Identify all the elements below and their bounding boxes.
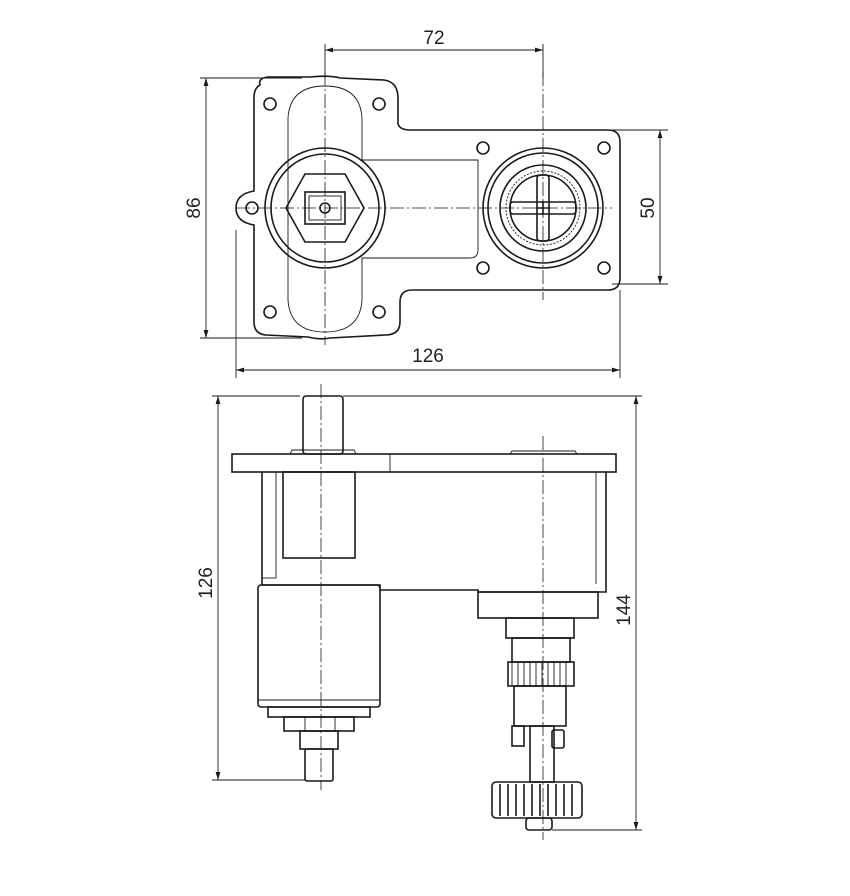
dim-72: 72 (423, 28, 444, 49)
dim-126-side: 126 (196, 567, 217, 599)
knob (491, 781, 583, 819)
lower-housing (257, 584, 381, 708)
cartridge-knurl-lines (511, 662, 567, 686)
spindle (529, 725, 555, 783)
side-centerlines (320, 384, 544, 840)
cartridge-tab (511, 725, 525, 747)
outlet-collar (299, 730, 339, 750)
cartridge-stem (513, 685, 567, 727)
side-dimensions: 126 144 (196, 395, 642, 831)
outlet-pipe (304, 748, 334, 782)
cartridge-nut (505, 617, 575, 639)
dim-126-top: 126 (412, 346, 444, 367)
top-dimensions: 72 86 50 126 (184, 28, 668, 378)
side-view: 126 144 (196, 384, 642, 840)
top-shaft (302, 395, 344, 455)
dim-144: 144 (614, 594, 635, 626)
flange-plate (231, 453, 617, 473)
cartridge-body (511, 637, 571, 663)
housing-nut (267, 706, 371, 718)
top-view: 72 86 50 126 (184, 28, 668, 378)
dim-86: 86 (184, 197, 205, 218)
dim-50: 50 (638, 197, 659, 218)
cartridge-flange (477, 591, 599, 619)
valve-body (261, 472, 607, 593)
mounting-plate-outline (235, 75, 621, 340)
knob-grip-lines (499, 784, 573, 816)
top-centerlines (236, 72, 612, 345)
outlet-fitting (283, 716, 355, 732)
knob-cap (525, 817, 553, 831)
cartridge-pin (551, 729, 565, 749)
inner-shaft (282, 471, 356, 559)
valve-body-inner-outline (287, 85, 479, 333)
